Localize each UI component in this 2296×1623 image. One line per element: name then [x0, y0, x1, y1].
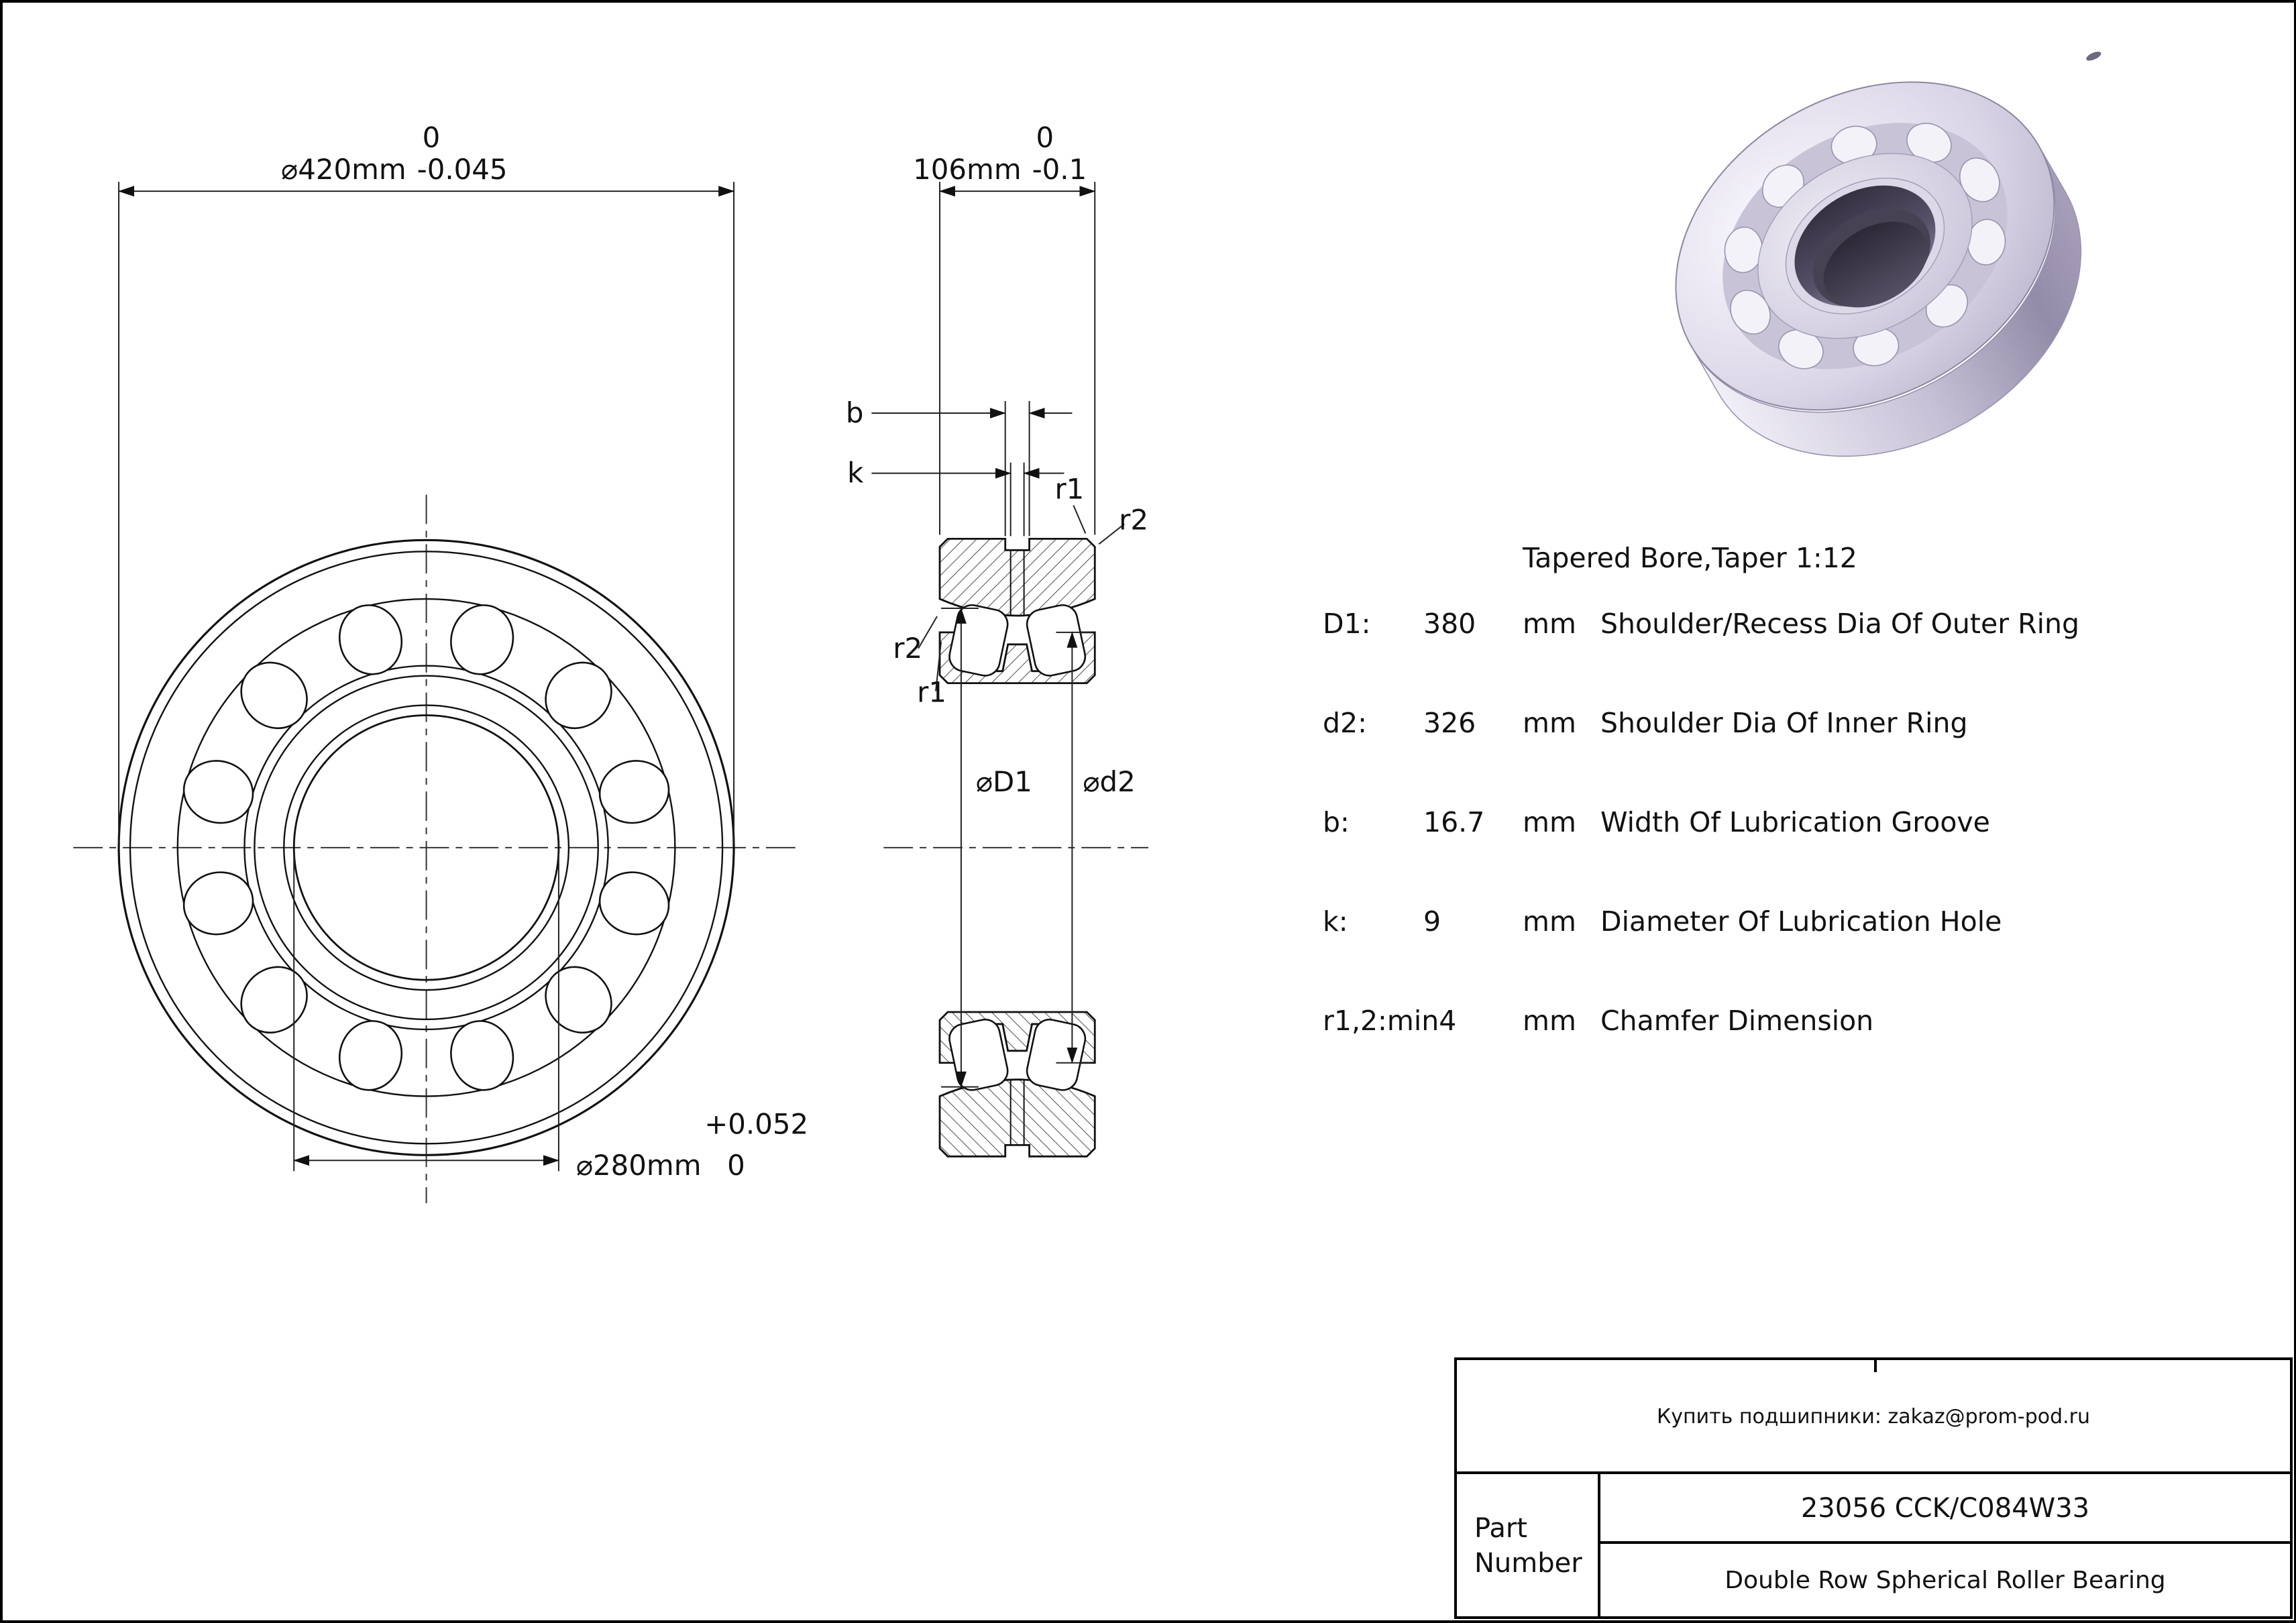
dim-hole-k: k	[847, 457, 1064, 537]
spec-desc: Width Of Lubrication Groove	[1600, 806, 1990, 838]
dim-outer-diameter: ⌀420mm -0.045 0	[118, 121, 735, 844]
contact-cell: Купить подшипники: zakaz@prom-pod.ru	[1457, 1360, 2290, 1474]
label-k: k	[847, 457, 864, 490]
dim-width: 106mm -0.1 0	[913, 121, 1096, 535]
bore-dim-text: ⌀280mm	[576, 1149, 702, 1182]
part-description: Double Row Spherical Roller Bearing	[1725, 1566, 2166, 1594]
title-block-tick	[1873, 1360, 1876, 1372]
title-block-bottom: Part Number 23056 CCK/C084W33 Double Row…	[1457, 1474, 2290, 1616]
spec-param: b:	[1323, 806, 1350, 838]
bore-dim-lower-tol: 0	[727, 1149, 745, 1182]
bore-chamfer-circle	[283, 704, 570, 991]
title-block: Купить подшипники: zakaz@prom-pod.ru Par…	[1454, 1357, 2293, 1619]
spec-value: 326	[1423, 707, 1476, 739]
spec-unit: mm	[1523, 806, 1576, 838]
part-info-cell: 23056 CCK/C084W33 Double Row Spherical R…	[1600, 1474, 2290, 1616]
bearing-3d-rollers	[1724, 123, 2006, 370]
inner-ring-face-circle	[254, 675, 599, 1021]
spec-param: r1,2:min4	[1323, 1005, 1457, 1037]
spec-desc: Diameter Of Lubrication Hole	[1600, 905, 2002, 938]
bearing-3d-render	[1675, 81, 2082, 457]
label-d1: ⌀D1	[976, 765, 1032, 798]
label-r2-top: r2	[1119, 503, 1148, 536]
spec-param: d2:	[1323, 707, 1367, 739]
width-dim-text: 106mm	[913, 153, 1021, 186]
spec-desc: Chamfer Dimension	[1600, 1005, 1874, 1037]
dim-d1: ⌀D1	[941, 608, 1032, 1088]
outer-chamfer-circle	[129, 551, 724, 1145]
spec-row-k: k: 9 mm Diameter Of Lubrication Hole	[1311, 872, 2285, 971]
label-r2-left: r2	[893, 632, 922, 665]
front-view	[73, 494, 801, 1204]
spec-unit: mm	[1523, 707, 1576, 739]
part-label-cell: Part Number	[1457, 1474, 1600, 1616]
bearing-3d-bore-depth	[1823, 221, 1928, 308]
spec-row-d1: D1: 380 mm Shoulder/Recess Dia Of Outer …	[1311, 574, 2285, 673]
width-dim-lower-tol: -0.1	[1032, 153, 1087, 186]
spec-panel: Tapered Bore,Taper 1:12 D1: 380 mm Shoul…	[1311, 542, 2285, 1070]
spec-unit: mm	[1523, 905, 1576, 938]
od-dim-text: ⌀420mm	[281, 153, 406, 186]
od-dim-lower-tol: -0.045	[417, 153, 508, 186]
label-d2: ⌀d2	[1083, 765, 1135, 798]
spec-unit: mm	[1523, 608, 1576, 640]
part-label-line2: Number	[1474, 1547, 1582, 1579]
label-b: b	[846, 396, 864, 429]
spec-unit: mm	[1523, 1005, 1576, 1037]
bore-circle	[292, 714, 560, 981]
od-dim-upper-tol: 0	[423, 121, 441, 154]
spec-param: D1:	[1323, 608, 1371, 640]
chamfer-labels: r1 r2 r2 r1	[893, 473, 1148, 709]
spec-param: k:	[1323, 905, 1348, 938]
spec-desc: Shoulder Dia Of Inner Ring	[1600, 707, 1968, 739]
contact-text: Купить подшипники: zakaz@prom-pod.ru	[1656, 1404, 2091, 1428]
bore-dim-upper-tol: +0.052	[704, 1107, 808, 1140]
dim-bore-diameter: ⌀280mm +0.052 0	[293, 854, 808, 1182]
width-dim-upper-tol: 0	[1036, 121, 1054, 154]
spec-value: 16.7	[1423, 806, 1485, 838]
section-view	[883, 537, 1148, 1158]
bearing-3d-side	[1692, 148, 2082, 457]
drawing-canvas: ⌀420mm -0.045 0 ⌀280mm +0.052 0 106mm -0…	[73, 52, 2101, 1204]
outer-raceway-circle	[176, 598, 676, 1097]
dim-groove-b: b	[846, 396, 1073, 537]
part-label-line1: Part	[1474, 1512, 1527, 1544]
inner-raceway-circle	[243, 665, 609, 1031]
spec-row-d2: d2: 326 mm Shoulder Dia Of Inner Ring	[1311, 673, 2285, 773]
speck-artifact	[2086, 52, 2101, 61]
dim-d2: ⌀d2	[1056, 631, 1136, 1064]
spec-title: Tapered Bore,Taper 1:12	[1523, 542, 1857, 574]
spec-value: 9	[1423, 905, 1441, 938]
spec-value: 380	[1423, 608, 1476, 640]
label-r1-top: r1	[1054, 473, 1084, 506]
part-number: 23056 CCK/C084W33	[1600, 1474, 2290, 1544]
spec-row-b: b: 16.7 mm Width Of Lubrication Groove	[1311, 773, 2285, 872]
label-r1-left: r1	[917, 676, 946, 709]
spec-desc: Shoulder/Recess Dia Of Outer Ring	[1600, 608, 2079, 640]
spec-row-r: r1,2:min4 mm Chamfer Dimension	[1311, 971, 2285, 1070]
